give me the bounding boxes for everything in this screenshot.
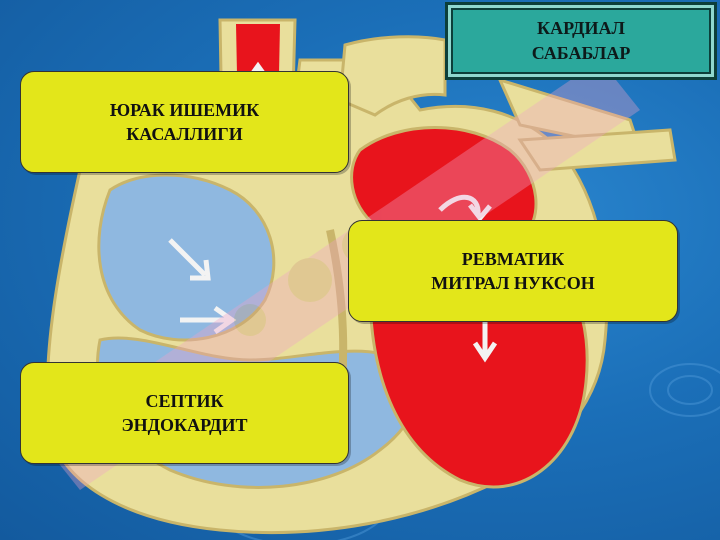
callout-septic-endocarditis: СЕПТИК ЭНДОКАРДИТ xyxy=(20,362,349,464)
flow-arrow-4 xyxy=(472,320,498,363)
flow-arrow-1 xyxy=(168,238,211,281)
slide-title: КАРДИАЛ САБАБЛАР xyxy=(445,2,717,80)
flow-arrow-2 xyxy=(180,305,237,335)
pulmonary-vessels xyxy=(338,35,447,117)
vessel-branch-2 xyxy=(517,128,677,172)
flow-arrow-3 xyxy=(438,194,492,222)
callout-ischemic-heart-disease: ЮРАК ИШЕМИК КАСАЛЛИГИ xyxy=(20,71,349,173)
callout-rheumatic-mitral-defect: РЕВМАТИК МИТРАЛ НУКСОН xyxy=(348,220,678,322)
